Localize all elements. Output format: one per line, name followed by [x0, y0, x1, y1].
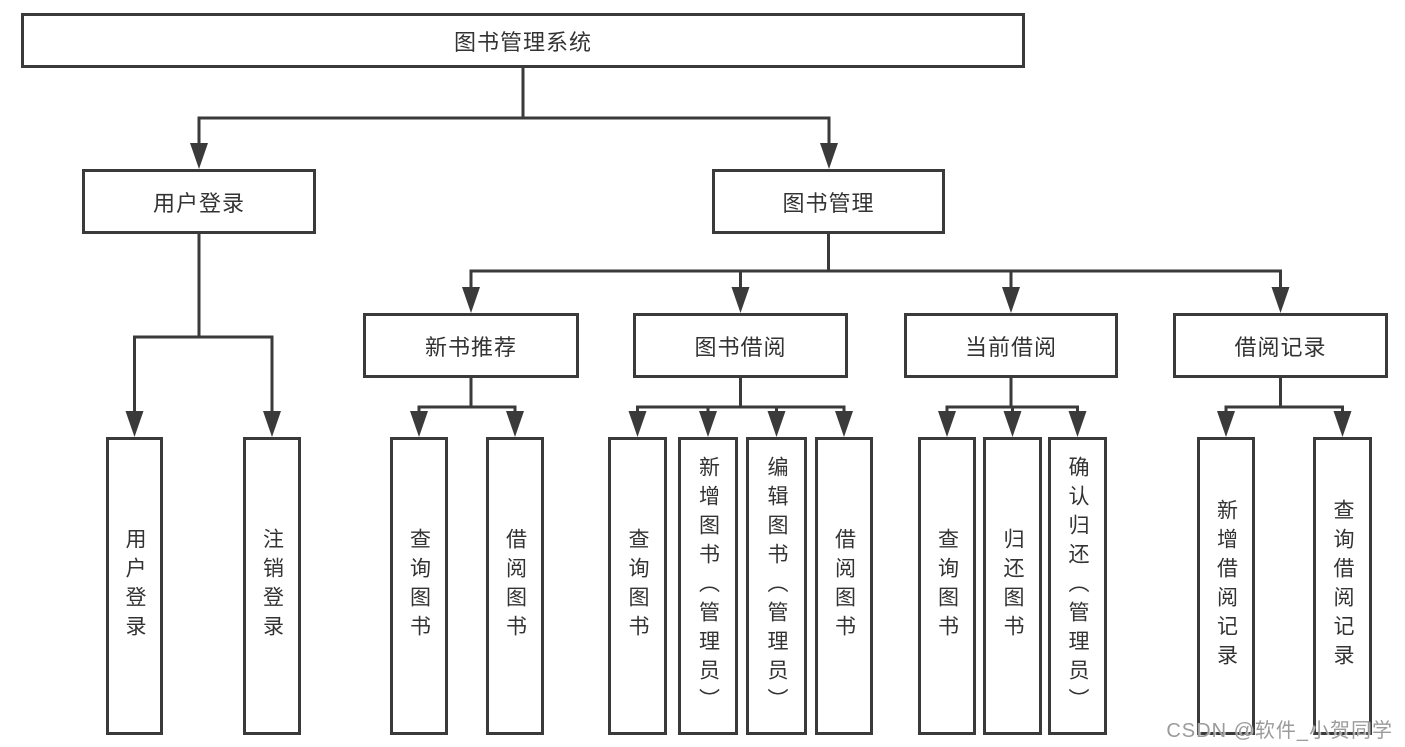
leaf-confirm-return-admin: 确认归还（管理员） — [1048, 437, 1107, 735]
node-label: 借阅记录 — [1234, 334, 1327, 360]
connector-new-book-rail — [417, 405, 517, 431]
node-book-borrow: 图书借阅 — [633, 313, 848, 378]
node-current-borrow: 当前借阅 — [904, 313, 1118, 378]
leaf-user-login: 用户登录 — [106, 437, 163, 735]
node-label: 确认归还（管理员） — [1066, 455, 1089, 717]
node-label: 新增图书（管理员） — [696, 455, 720, 717]
leaf-add-book-admin: 新增图书（管理员） — [678, 437, 738, 735]
leaf-query-books-borrow: 查询图书 — [608, 437, 667, 735]
connector-borrow-records-rail — [1224, 405, 1344, 431]
leaf-edit-book-admin: 编辑图书（管理员） — [746, 437, 807, 735]
arrowhead-icon — [767, 411, 786, 437]
node-book-management: 图书管理 — [712, 169, 945, 234]
node-label: 编辑图书（管理员） — [765, 455, 788, 717]
arrowhead-icon — [938, 411, 956, 437]
leaf-borrow-books: 借阅图书 — [815, 437, 873, 735]
arrowhead-icon — [628, 411, 647, 437]
arrowhead-icon — [410, 411, 428, 437]
node-label: 图书管理 — [782, 190, 875, 216]
arrowhead-icon — [699, 411, 717, 437]
connector-root-rail — [197, 116, 831, 163]
node-new-book-recommend: 新书推荐 — [363, 313, 579, 378]
connector-user-login-rail — [133, 335, 274, 431]
node-borrow-records: 借阅记录 — [1173, 313, 1388, 378]
arrowhead-icon — [820, 143, 838, 169]
node-label: 用户登录 — [123, 528, 146, 644]
node-label: 查询图书 — [626, 528, 649, 644]
arrowhead-icon — [1068, 411, 1087, 437]
node-label: 新增借阅记录 — [1214, 499, 1238, 673]
leaf-query-books-current: 查询图书 — [918, 437, 976, 735]
arrowhead-icon — [462, 287, 480, 313]
connector-book-borrow-rail — [636, 405, 846, 431]
leaf-query-borrow-record: 查询借阅记录 — [1313, 437, 1372, 735]
node-label: 图书管理系统 — [453, 29, 592, 55]
leaf-logout: 注销登录 — [243, 437, 301, 735]
watermark: CSDN @软件_小贺同学 — [1166, 720, 1393, 742]
node-label: 查询图书 — [935, 528, 959, 644]
arrowhead-icon — [190, 143, 208, 169]
node-label: 当前借阅 — [964, 334, 1057, 360]
arrowhead-icon — [1003, 411, 1022, 437]
leaf-query-books-recommend: 查询图书 — [390, 437, 448, 735]
arrowhead-icon — [263, 411, 281, 437]
leaf-add-borrow-record: 新增借阅记录 — [1197, 437, 1255, 735]
arrowhead-icon — [731, 287, 750, 313]
node-label: 借阅图书 — [503, 528, 527, 644]
node-library-management-system: 图书管理系统 — [21, 13, 1025, 68]
arrowhead-icon — [506, 411, 524, 437]
node-label: 查询图书 — [407, 528, 431, 644]
arrowhead-icon — [1217, 411, 1235, 437]
node-label: 注销登录 — [260, 528, 284, 644]
node-label: 归还图书 — [1001, 528, 1024, 644]
arrowhead-icon — [1271, 287, 1290, 313]
node-label: 借阅图书 — [832, 528, 856, 644]
leaf-return-books: 归还图书 — [983, 437, 1042, 735]
node-label: 查询借阅记录 — [1331, 499, 1354, 673]
node-label: 新书推荐 — [424, 334, 517, 360]
node-label: 图书借阅 — [694, 334, 787, 360]
arrowhead-icon — [125, 411, 144, 437]
arrowhead-icon — [1333, 411, 1352, 437]
node-label: 用户登录 — [152, 190, 245, 216]
connector-book-management-rail — [469, 269, 1282, 307]
leaf-borrow-books-recommend: 借阅图书 — [486, 437, 544, 735]
arrowhead-icon — [1002, 287, 1020, 313]
arrowhead-icon — [835, 411, 853, 437]
node-user-login: 用户登录 — [82, 169, 316, 234]
